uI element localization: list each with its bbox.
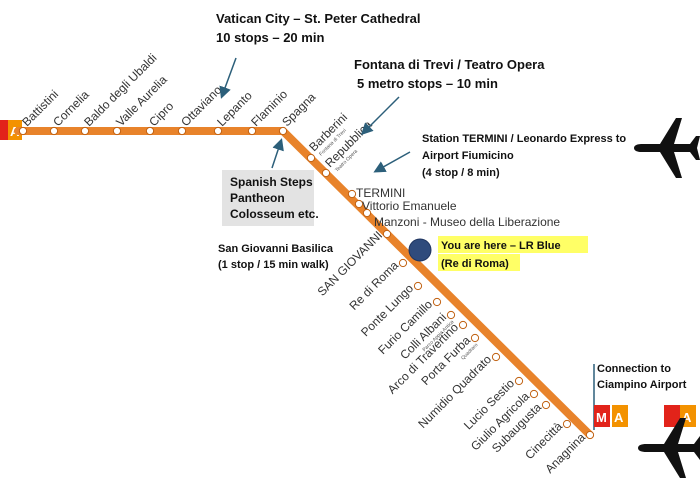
station-marker[interactable]	[562, 419, 572, 429]
spanish-steps-line-2: Pantheon	[230, 191, 285, 205]
station-marker[interactable]	[321, 168, 331, 178]
ciampino-line-1: Connection to	[597, 363, 671, 375]
ciampino-line-2: Ciampino Airport	[597, 379, 687, 391]
station-marker[interactable]	[177, 126, 187, 136]
termini-arrow	[373, 151, 411, 173]
metro-logo-right-1: M A	[594, 405, 628, 427]
station-marker[interactable]	[541, 400, 551, 410]
you-are-here-line-2: (Re di Roma)	[441, 258, 509, 270]
station-marker[interactable]	[278, 126, 288, 136]
metro-logo-a-text-2: A	[682, 410, 692, 425]
station-marker[interactable]	[514, 376, 524, 386]
station-marker[interactable]	[432, 297, 442, 307]
spanish-steps-line-1: Spanish Steps	[230, 175, 313, 189]
station-marker[interactable]	[18, 126, 28, 136]
station-marker[interactable]	[306, 153, 316, 163]
station-marker[interactable]	[470, 333, 480, 343]
station-marker[interactable]	[382, 229, 392, 239]
station-label: Manzoni - Museo della Liberazione	[374, 215, 560, 229]
termini-line-1: Station TERMINI / Leonardo Express to	[422, 133, 626, 145]
spanish-steps-line-3: Colosseum etc.	[230, 207, 319, 221]
vatican-arrow	[219, 57, 237, 99]
san-giovanni-line-2: (1 stop / 15 min walk)	[218, 259, 329, 271]
station-marker[interactable]	[347, 189, 357, 199]
you-are-here-marker[interactable]	[408, 238, 432, 262]
termini-line-2: Airport Fiumicino	[422, 150, 514, 162]
station-label: Cipro	[146, 99, 176, 129]
trevi-line-1: Fontana di Trevi / Teatro Opera	[354, 57, 545, 72]
metro-logo-m-text: M	[596, 410, 607, 425]
station-marker[interactable]	[446, 310, 456, 320]
trevi-arrow	[360, 96, 400, 136]
airplane-icon	[638, 418, 700, 478]
station-marker[interactable]	[247, 126, 257, 136]
station-marker[interactable]	[585, 430, 595, 440]
station-marker[interactable]	[398, 258, 408, 268]
termini-line-3: (4 stop / 8 min)	[422, 167, 500, 179]
station-marker[interactable]	[354, 199, 364, 209]
spanish-steps-arrow	[271, 138, 284, 169]
you-are-here-highlight-2	[438, 254, 520, 271]
you-are-here-highlight-1	[438, 236, 588, 253]
san-giovanni-line-1: San Giovanni Basilica	[218, 243, 334, 255]
station-marker[interactable]	[49, 126, 59, 136]
station-marker[interactable]	[491, 352, 501, 362]
airplane-icon	[634, 118, 700, 178]
station-marker[interactable]	[529, 389, 539, 399]
station-label: TERMINI	[356, 186, 405, 200]
vatican-line-2: 10 stops – 20 min	[216, 30, 324, 45]
station-marker[interactable]	[145, 126, 155, 136]
station-label: Vittorio Emanuele	[362, 199, 457, 213]
you-are-here-line-1: You are here – LR Blue	[441, 240, 561, 252]
station-marker[interactable]	[80, 126, 90, 136]
station-marker[interactable]	[362, 208, 372, 218]
spanish-steps-box	[222, 170, 314, 226]
station-marker[interactable]	[213, 126, 223, 136]
metro-logo-a-text: A	[614, 410, 624, 425]
station-marker[interactable]	[413, 281, 423, 291]
vatican-line-1: Vatican City – St. Peter Cathedral	[216, 11, 420, 26]
trevi-line-2: 5 metro stops – 10 min	[357, 76, 498, 91]
station-marker[interactable]	[112, 126, 122, 136]
station-marker[interactable]	[458, 320, 468, 330]
